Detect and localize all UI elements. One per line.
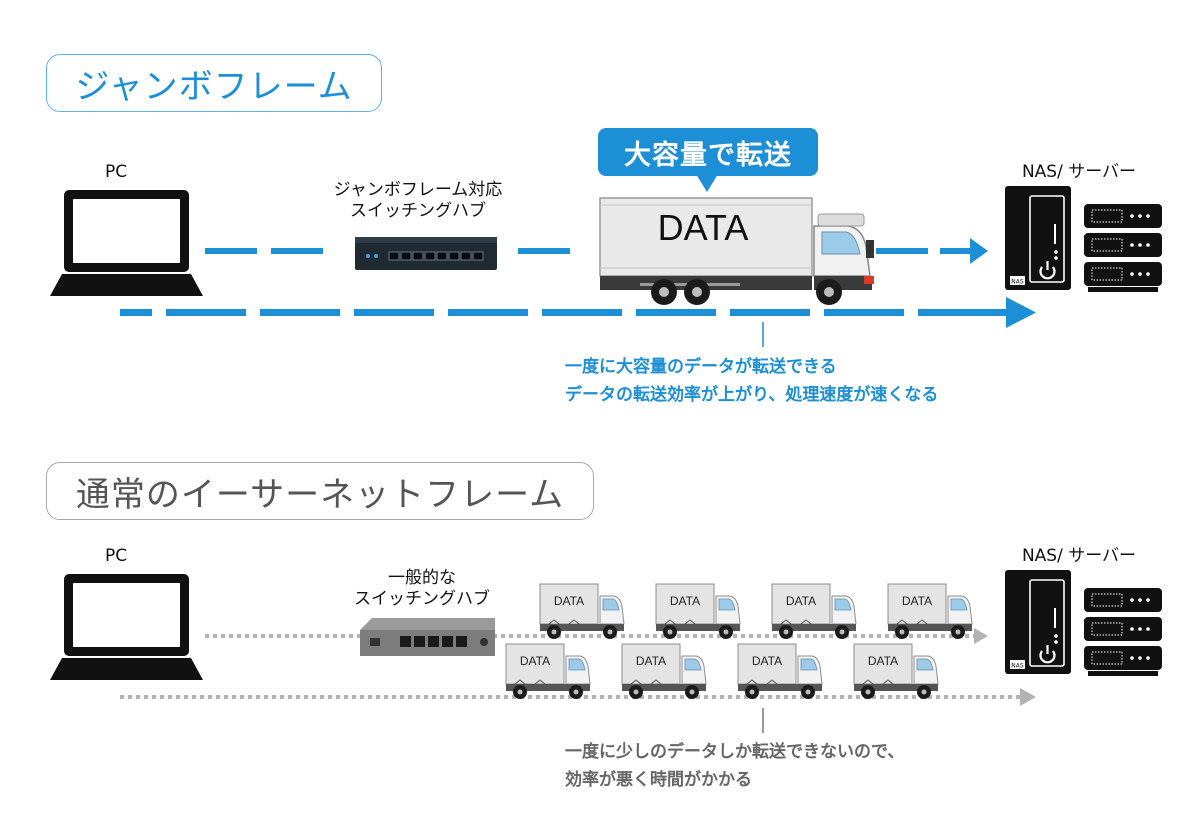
jumbo-caption-line-2: データの転送効率が上がり、処理速度が速くなる: [565, 385, 939, 405]
normal-truck-4-data-text: DATA: [902, 594, 932, 608]
jumbo-switch-hub: [355, 237, 497, 270]
normal-nas-tower-icon: [1005, 570, 1071, 674]
jumbo-pc-laptop-icon: [50, 190, 203, 296]
normal-caption: 一度に少しのデータしか転送できないので、 効率が悪く時間がかかる: [565, 738, 904, 794]
jumbo-nas-label: NAS/ サーバー: [1021, 162, 1137, 182]
normal-caption-line-2: 効率が悪く時間がかかる: [565, 770, 752, 790]
normal-server-rack-icon: [1084, 588, 1162, 676]
normal-lower-flow-arrow: [120, 688, 1036, 706]
jumbo-pc-label: PC: [104, 162, 128, 182]
normal-truck-3: [771, 583, 857, 640]
jumbo-switch-label-line-1: ジャンボフレーム対応: [333, 180, 503, 200]
normal-truck-2-data-text: DATA: [670, 594, 700, 608]
normal-switch-label-line-1: 一般的な: [388, 568, 456, 588]
normal-truck-3-data-text: DATA: [786, 594, 816, 608]
jumbo-caption-line-1: 一度に大容量のデータが転送できる: [565, 357, 837, 377]
normal-diagram: DATA DATA DATA DATA DATA DATA DATA DATA …: [50, 570, 1162, 733]
jumbo-nas-tag: NAS: [1011, 279, 1024, 286]
normal-truck-7-data-text: DATA: [752, 654, 782, 668]
normal-switch-label: 一般的な スイッチングハブ: [340, 568, 504, 610]
normal-frame-title: 通常のイーサーネットフレーム: [46, 462, 594, 520]
jumbo-switch-label: ジャンボフレーム対応 スイッチングハブ: [318, 180, 518, 222]
normal-pc-label: PC: [104, 546, 128, 566]
normal-switch-hub: [360, 618, 495, 656]
normal-nas-label: NAS/ サーバー: [1021, 546, 1137, 566]
normal-truck-5-data-text: DATA: [520, 654, 550, 668]
jumbo-callout: 大容量で転送: [598, 128, 818, 176]
normal-truck-5: [505, 643, 591, 700]
normal-pc-laptop-icon: [50, 574, 203, 680]
normal-caption-line-1: 一度に少しのデータしか転送できないので、: [565, 742, 905, 762]
normal-truck-7: [737, 643, 823, 700]
normal-truck-1: [539, 583, 625, 640]
jumbo-upper-flow-arrow: [205, 238, 988, 264]
normal-truck-4: [887, 583, 973, 640]
normal-truck-6-data-text: DATA: [636, 654, 666, 668]
jumbo-nas-tower-icon: [1005, 186, 1071, 290]
jumbo-callout-tail: [696, 174, 718, 192]
jumbo-caption: 一度に大容量のデータが転送できる データの転送効率が上がり、処理速度が速くなる: [565, 353, 938, 409]
jumbo-truck: [599, 197, 874, 305]
jumbo-truck-data-text: DATA: [658, 207, 749, 248]
jumbo-server-rack-icon: [1084, 204, 1162, 292]
normal-nas-tag: NAS: [1011, 663, 1024, 670]
jumbo-frame-title: ジャンボフレーム: [46, 54, 382, 112]
normal-truck-2: [655, 583, 741, 640]
normal-truck-8-data-text: DATA: [868, 654, 898, 668]
jumbo-lower-flow-arrow: [120, 297, 1036, 328]
normal-truck-6: [621, 643, 707, 700]
normal-truck-1-data-text: DATA: [554, 594, 584, 608]
jumbo-switch-label-line-2: スイッチングハブ: [350, 201, 486, 221]
normal-switch-label-line-2: スイッチングハブ: [354, 589, 490, 609]
jumbo-diagram: DATA NAS: [50, 186, 1162, 347]
normal-truck-8: [853, 643, 939, 700]
